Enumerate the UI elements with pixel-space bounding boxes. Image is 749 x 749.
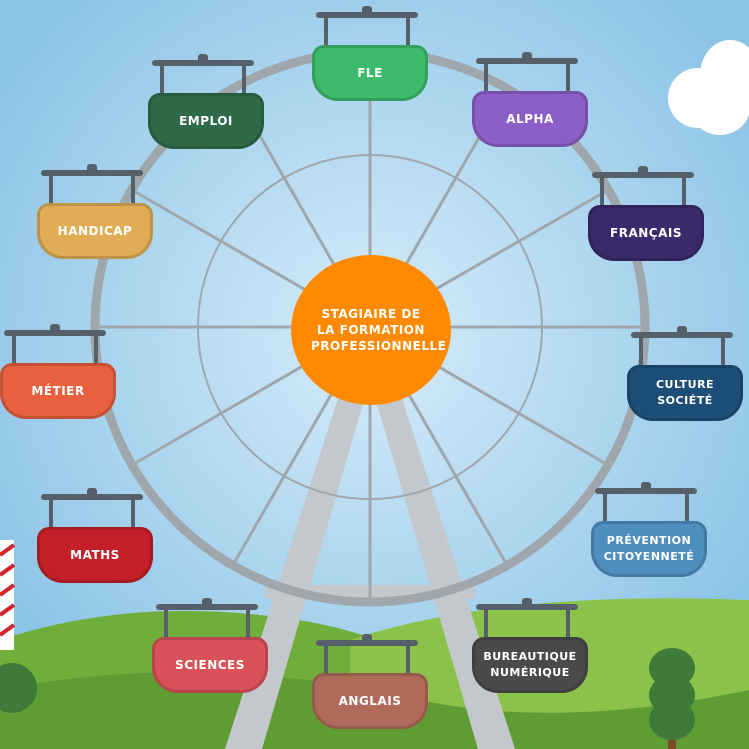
cabin-culture-societe[interactable]: CULTURE SOCIÉTÉ bbox=[627, 326, 747, 432]
cabin-alpha[interactable]: ALPHA bbox=[472, 52, 592, 158]
center-hub-label: STAGIAIRE DE LA FORMATION PROFESSIONNELL… bbox=[311, 307, 447, 353]
center-hub-button[interactable]: STAGIAIRE DE LA FORMATION PROFESSIONNELL… bbox=[291, 255, 451, 405]
cabin-francais[interactable]: FRANÇAIS bbox=[588, 166, 708, 272]
cabin-label: HANDICAP bbox=[37, 203, 153, 259]
cabin-bureautique-numerique[interactable]: BUREAUTIQUE NUMÉRIQUE bbox=[472, 598, 592, 704]
cabin-label: PRÉVENTION CITOYENNETÉ bbox=[591, 521, 707, 577]
cabin-label: FLE bbox=[312, 45, 428, 101]
cabin-label: SCIENCES bbox=[152, 637, 268, 693]
cabin-label: ANGLAIS bbox=[312, 673, 428, 729]
cabin-label: BUREAUTIQUE NUMÉRIQUE bbox=[472, 637, 588, 693]
cabin-label: CULTURE SOCIÉTÉ bbox=[627, 365, 743, 421]
cabin-sciences[interactable]: SCIENCES bbox=[152, 598, 272, 704]
cabin-metier[interactable]: MÉTIER bbox=[0, 324, 120, 430]
cabin-label: FRANÇAIS bbox=[588, 205, 704, 261]
cabin-prevention-citoyennete[interactable]: PRÉVENTION CITOYENNETÉ bbox=[591, 482, 711, 588]
cabin-maths[interactable]: MATHS bbox=[37, 488, 157, 594]
cabin-label: MATHS bbox=[37, 527, 153, 583]
cabin-anglais[interactable]: ANGLAIS bbox=[312, 634, 432, 740]
cabin-emploi[interactable]: EMPLOI bbox=[148, 54, 268, 160]
cabin-label: MÉTIER bbox=[0, 363, 116, 419]
cabin-label: ALPHA bbox=[472, 91, 588, 147]
cabin-fle[interactable]: FLE bbox=[312, 6, 432, 112]
cabin-label: EMPLOI bbox=[148, 93, 264, 149]
cabin-handicap[interactable]: HANDICAP bbox=[37, 164, 157, 270]
